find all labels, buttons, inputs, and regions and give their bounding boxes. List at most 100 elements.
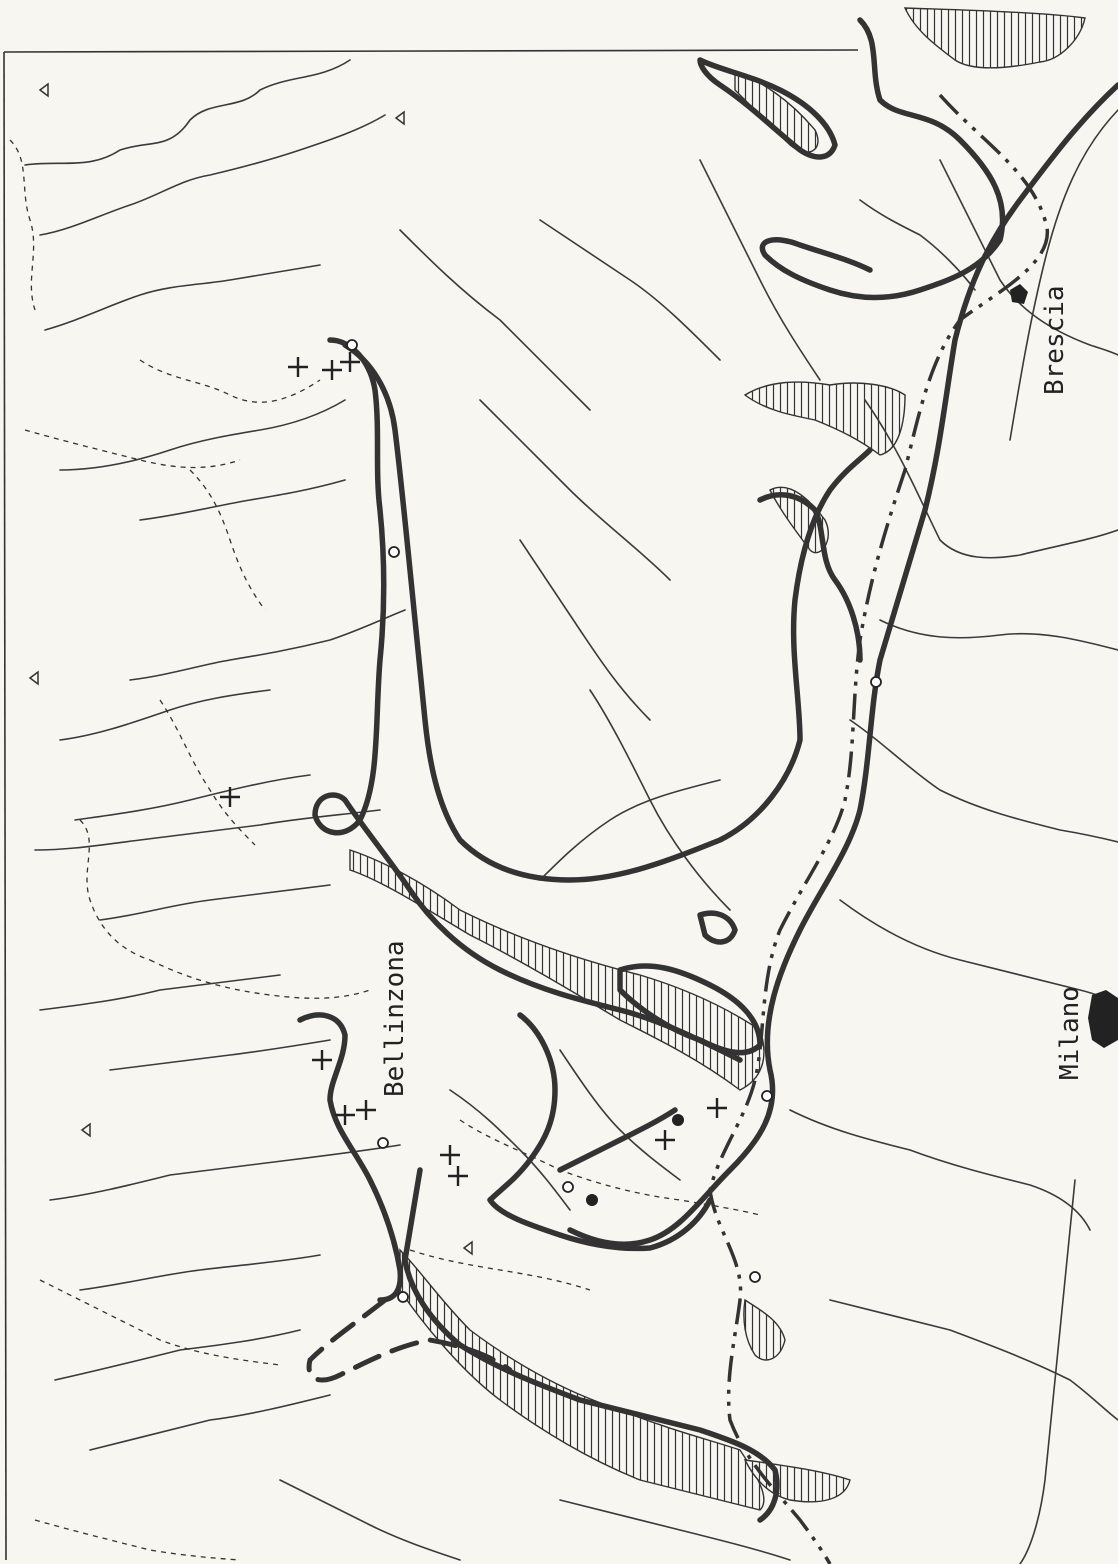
glacier-outline — [487, 1012, 713, 1252]
river — [559, 1499, 791, 1561]
site-circle — [870, 676, 882, 688]
site-circle — [562, 1181, 574, 1193]
boundary-line — [9, 139, 36, 311]
boundary-line — [79, 819, 151, 961]
site-cross — [288, 357, 308, 377]
map-frame-top — [3, 49, 859, 53]
boundaries — [9, 139, 761, 1561]
glacier-outline — [342, 342, 873, 883]
moraine-line — [708, 93, 1049, 1564]
boundary-line — [159, 699, 256, 846]
site-circle — [346, 339, 358, 351]
river — [399, 229, 591, 411]
glacier-outlines — [297, 17, 1118, 1523]
river — [39, 114, 386, 236]
river — [539, 779, 721, 881]
glacier-outline — [759, 17, 1006, 301]
river — [519, 539, 651, 721]
lake-iseo — [734, 71, 819, 153]
river — [879, 619, 1118, 651]
river — [89, 1394, 331, 1451]
glacier-outline — [312, 337, 743, 1063]
boundary-line — [24, 429, 241, 469]
city-marker-brescia — [1010, 284, 1028, 304]
river — [279, 1479, 461, 1561]
boundary-line — [459, 1119, 761, 1216]
settlement-dot — [586, 1194, 598, 1206]
river — [39, 974, 281, 1011]
site-cross — [440, 1145, 460, 1165]
river — [539, 219, 721, 361]
river — [99, 884, 331, 921]
peak-triangle — [80, 1122, 91, 1138]
river — [79, 1254, 321, 1291]
river — [44, 264, 321, 331]
map-frame-left — [3, 51, 7, 1561]
site-cross — [707, 1098, 727, 1118]
river — [789, 1109, 1091, 1231]
boundary-line — [409, 1249, 591, 1291]
city-markers — [586, 284, 1118, 1206]
site-cross — [356, 1100, 376, 1120]
peak-triangle — [38, 82, 49, 98]
city-marker-milano — [1088, 990, 1118, 1048]
lake-garda-north — [903, 7, 1086, 69]
glacier-outline — [757, 492, 863, 663]
site-cross — [448, 1166, 468, 1186]
glacier-outline — [567, 82, 1118, 1247]
site-circles — [346, 339, 882, 1303]
river — [559, 1049, 681, 1181]
river — [939, 159, 1118, 356]
lakes — [349, 7, 1086, 1511]
river — [1019, 1179, 1076, 1564]
peak-triangle — [462, 1240, 473, 1256]
river — [449, 1089, 571, 1211]
site-cross — [220, 787, 240, 807]
glacier-outline — [697, 910, 738, 945]
river — [849, 719, 1118, 843]
site-circle — [761, 1090, 773, 1102]
boundary-line — [189, 469, 266, 611]
boundary-line — [34, 1519, 241, 1561]
river — [59, 399, 346, 471]
peak-triangle — [28, 670, 39, 686]
river — [139, 479, 346, 521]
site-crosses — [220, 352, 727, 1186]
lake-maggiore-band — [399, 1248, 765, 1511]
site-circle — [749, 1271, 761, 1283]
boundary-line — [149, 959, 371, 999]
site-circle — [377, 1137, 389, 1149]
glacier-outline — [402, 1167, 780, 1523]
river — [699, 159, 821, 381]
river — [54, 1329, 301, 1381]
river — [34, 809, 381, 851]
label-bellinzona: Bellinzona — [380, 940, 410, 1097]
settlement-dot — [672, 1114, 684, 1126]
peak-triangles — [28, 82, 473, 1256]
river — [1009, 109, 1118, 441]
river — [829, 1299, 1118, 1421]
glacier-outline — [557, 1107, 678, 1173]
site-cross — [340, 352, 360, 372]
lake-lugano-band — [349, 849, 765, 1091]
glacier-outline-dashed — [306, 1297, 513, 1383]
lake-orta — [743, 1298, 786, 1361]
rivers — [24, 59, 1118, 1564]
river — [864, 399, 1118, 559]
site-cross — [312, 1050, 332, 1070]
glacier-outline — [617, 963, 763, 1056]
river — [109, 1039, 331, 1071]
site-circle — [388, 546, 400, 558]
boundary-line — [139, 359, 321, 403]
site-circle — [397, 1291, 409, 1303]
label-brescia: Brescia — [1040, 285, 1070, 395]
peak-triangle — [394, 110, 405, 126]
river — [129, 609, 406, 681]
label-milano: Milano — [1055, 986, 1085, 1080]
river — [24, 59, 351, 166]
glacier-outline — [697, 57, 838, 160]
river — [479, 399, 671, 581]
lake-varese — [743, 1459, 851, 1503]
